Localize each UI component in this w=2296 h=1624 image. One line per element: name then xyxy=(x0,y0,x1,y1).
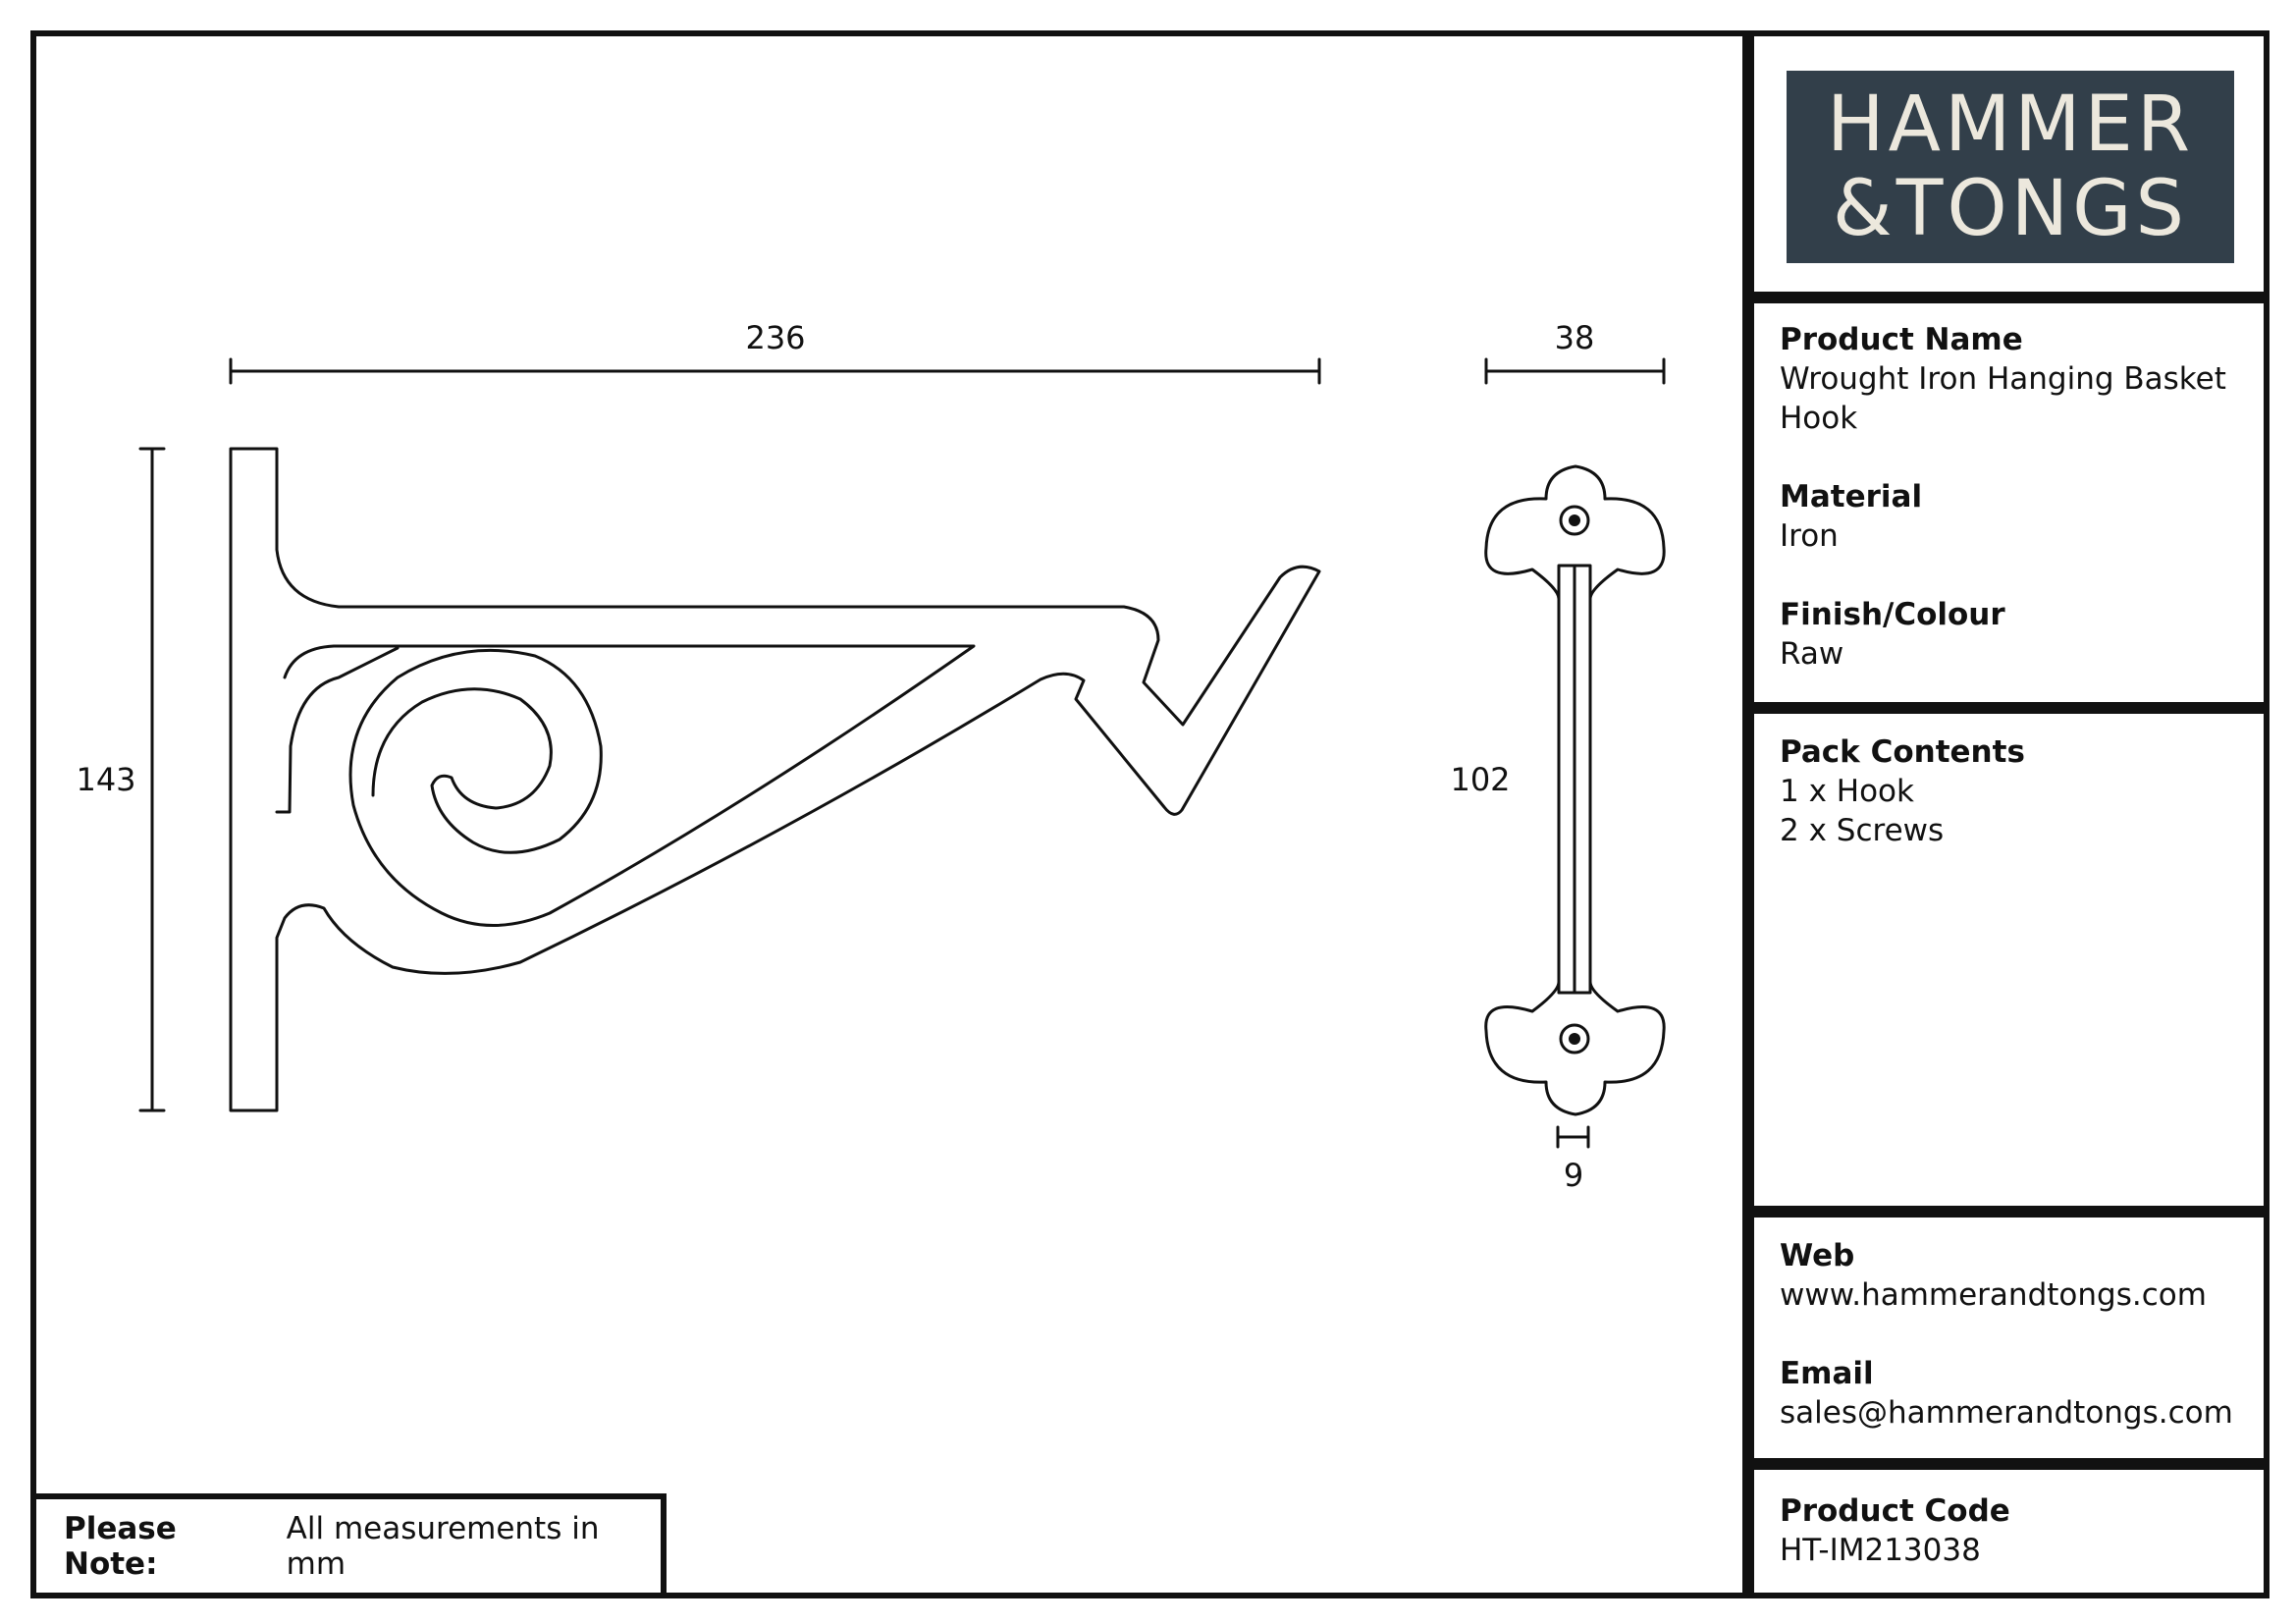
pack-item-2: 2 x Screws xyxy=(1780,813,1945,848)
slot-width-label: 9 xyxy=(1564,1157,1583,1194)
finish-value: Raw xyxy=(1780,636,1844,672)
product-code-label: Product Code xyxy=(1780,1493,2010,1529)
finish-label: Finish/Colour xyxy=(1780,597,2005,632)
web-group: Web www.hammerandtongs.com xyxy=(1780,1236,2269,1315)
note-text: All measurements in mm xyxy=(286,1510,600,1582)
material-group: Material Iron xyxy=(1780,477,2254,556)
product-code-value: HT-IM213038 xyxy=(1780,1533,1981,1568)
height-label: 143 xyxy=(76,761,135,798)
material-value: Iron xyxy=(1780,518,1839,554)
plate-height-label: 102 xyxy=(1450,761,1510,798)
backplate-front-view xyxy=(1484,464,1666,1116)
divider-product xyxy=(1754,702,2269,714)
drawing-frame xyxy=(30,30,2269,1598)
logo-line-1: HAMMER xyxy=(1826,81,2195,169)
product-name-value: Wrought Iron Hanging Basket Hook xyxy=(1780,361,2226,436)
logo-line-2: &TONGS xyxy=(1832,165,2189,253)
product-info-panel: Product Name Wrought Iron Hanging Basket… xyxy=(1754,320,2269,713)
brand-logo: HAMMER &TONGS xyxy=(1787,71,2234,263)
finish-group: Finish/Colour Raw xyxy=(1780,595,2254,674)
product-name-label: Product Name xyxy=(1780,322,2023,357)
divider-logo xyxy=(1754,292,2269,303)
email-value[interactable]: sales@hammerandtongs.com xyxy=(1780,1395,2233,1431)
pack-item-1: 1 x Hook xyxy=(1780,774,1914,809)
sidebar-divider xyxy=(1742,30,1754,1598)
measurement-note: Please Note: All measurements in mm xyxy=(30,1493,667,1598)
slot-width-dimension-line xyxy=(1556,1125,1590,1149)
divider-pack xyxy=(1754,1206,2269,1218)
plate-width-dimension-line xyxy=(1484,357,1666,385)
divider-contact xyxy=(1754,1458,2269,1470)
height-dimension-line xyxy=(138,447,166,1112)
pack-contents-panel: Pack Contents 1 x Hook 2 x Screws xyxy=(1754,732,2269,850)
email-group: Email sales@hammerandtongs.com xyxy=(1780,1354,2269,1433)
contact-panel: Web www.hammerandtongs.com Email sales@h… xyxy=(1754,1236,2269,1433)
product-name-group: Product Name Wrought Iron Hanging Basket… xyxy=(1780,320,2254,438)
width-dimension-line xyxy=(229,357,1321,385)
material-label: Material xyxy=(1780,479,1923,514)
plate-width-label: 38 xyxy=(1555,319,1595,356)
pack-contents-label: Pack Contents xyxy=(1780,734,2025,770)
width-label: 236 xyxy=(745,319,805,356)
screw-hole-bottom xyxy=(1569,1033,1580,1045)
note-label: Please Note: xyxy=(64,1510,177,1582)
web-value[interactable]: www.hammerandtongs.com xyxy=(1780,1277,2207,1313)
web-label: Web xyxy=(1780,1238,1855,1273)
screw-hole-top xyxy=(1569,514,1580,526)
email-label: Email xyxy=(1780,1356,1874,1391)
product-code-panel: Product Code HT-IM213038 xyxy=(1754,1491,2269,1570)
hook-profile xyxy=(229,447,1321,1112)
